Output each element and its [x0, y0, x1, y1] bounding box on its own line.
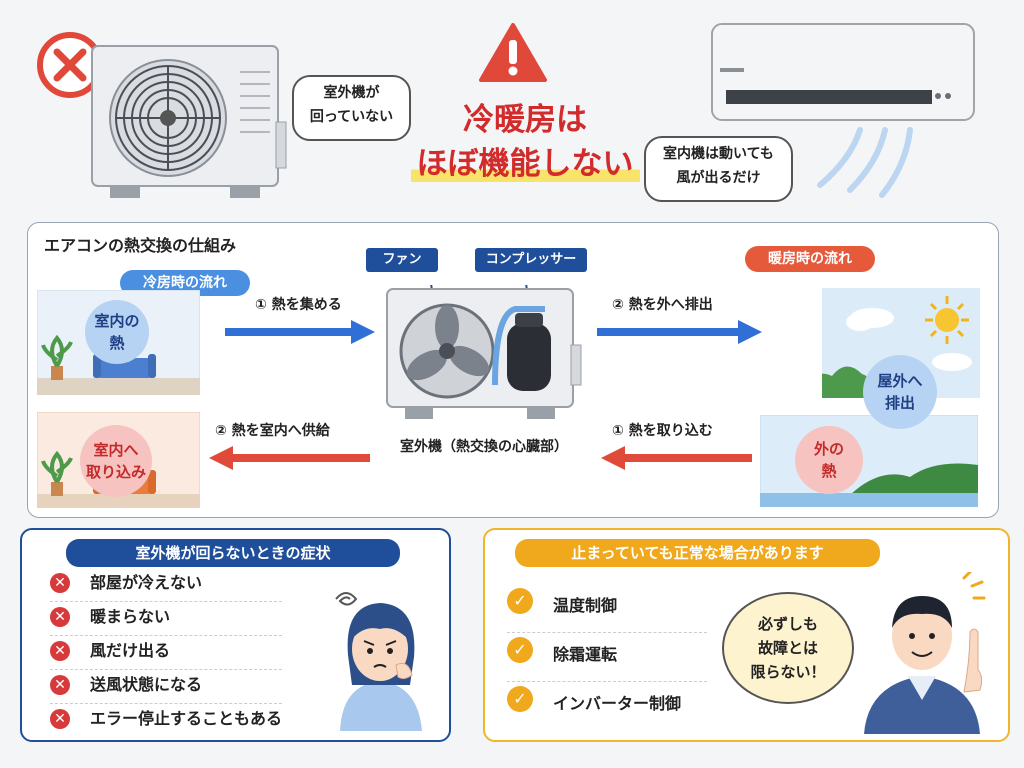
cooling-arrow-2 [597, 320, 762, 344]
indoor-unit-illustration [710, 20, 980, 200]
title-line2: ほぼ機能しない [410, 146, 640, 182]
outdoor-unit-caption: 室外機（熱交換の心臓部） [400, 439, 568, 455]
cooling-step1-label: ① 熱を集める [255, 297, 342, 313]
symptom-text: 部屋が冷えない [90, 573, 203, 592]
heating-step2-label: ② 熱を室内へ供給 [215, 423, 330, 439]
page-title: 冷暖房は ほぼ機能しない [395, 98, 655, 186]
into-room-circle: 室内へ 取り込み [80, 425, 152, 497]
symptoms-list: ✕ 部屋が冷えない ✕ 暖まらない ✕ 風だけ出る ✕ 送風状態になる ✕ エラー停止する… [50, 568, 282, 737]
heating-arrow-1 [597, 446, 752, 470]
list-item: ✓ 温度制御 [507, 584, 707, 633]
outdoor-unit-cutaway [385, 274, 585, 425]
fan-tag: ファン [366, 248, 438, 272]
symptom-text: 送風状態になる [90, 675, 203, 694]
heating-step1-label: ① 熱を取り込む [612, 423, 713, 439]
heating-flow-label: 暖房時の流れ [745, 246, 875, 272]
x-circle-icon: ✕ [50, 641, 70, 661]
check-circle-icon: ✓ [507, 637, 533, 663]
indoor-bubble-line2: 風が出るだけ [676, 170, 761, 186]
outdoor-sky-scene [782, 288, 980, 398]
normal-case-text: 温度制御 [553, 596, 618, 615]
x-circle-icon: ✕ [50, 709, 70, 729]
indoor-heat-line2: 熱 [109, 334, 125, 352]
normal-cases-list: ✓ 温度制御 ✓ 除霜運転 ✓ インバーター制御 [507, 584, 707, 730]
compressor-tag: コンプレッサー [475, 248, 587, 272]
symptoms-title: 室外機が回らないときの症状 [66, 539, 400, 567]
not-broken-bubble: 必ずしも 故障とは 限らない！ [722, 592, 854, 704]
outdoor-release-line1: 屋外へ [877, 372, 923, 390]
indoor-unit-bubble: 室内機は動いても 風が出るだけ [644, 136, 793, 202]
technician-illustration [860, 570, 996, 734]
list-item: ✓ インバーター制御 [507, 682, 707, 730]
list-item: ✕ エラー停止することもある [50, 704, 282, 737]
outside-heat-line1: 外の [813, 440, 844, 458]
normal-case-text: インバーター制御 [553, 694, 682, 713]
symptom-text: 風だけ出る [90, 641, 171, 660]
check-circle-icon: ✓ [507, 686, 533, 712]
list-item: ✕ 風だけ出る [50, 636, 282, 670]
into-room-line1: 室内へ [93, 441, 139, 459]
bubble-line3: 限らない！ [750, 663, 826, 681]
outdoor-unit-bubble: 室外機が 回っていない [292, 75, 411, 141]
outdoor-release-circle: 屋外へ 排出 [863, 355, 937, 429]
cooling-step2-label: ② 熱を外へ排出 [612, 297, 713, 313]
outdoor-unit-illustration [90, 42, 290, 202]
indoor-heat-line1: 室内の [94, 312, 140, 330]
outdoor-landscape-scene [759, 414, 979, 508]
normal-cases-title: 止まっていても正常な場合があります [515, 539, 880, 567]
outside-heat-circle: 外の 熱 [795, 426, 863, 494]
indoor-heat-circle: 室内の 熱 [85, 300, 149, 364]
cooling-arrow-1 [225, 320, 375, 344]
warning-triangle-icon [478, 22, 548, 84]
into-room-line2: 取り込み [85, 463, 146, 481]
x-circle-icon: ✕ [50, 607, 70, 627]
x-circle-icon: ✕ [50, 573, 70, 593]
worried-woman-illustration [318, 585, 442, 731]
outdoor-release-line2: 排出 [884, 394, 915, 412]
heat-exchange-title: エアコンの熱交換の仕組み [44, 236, 237, 255]
normal-case-text: 除霜運転 [553, 645, 618, 664]
outdoor-bubble-line2: 回っていない [309, 109, 394, 125]
outdoor-bubble-line1: 室外機が [323, 85, 380, 101]
indoor-bubble-line1: 室内機は動いても [663, 146, 774, 162]
symptom-text: 暖まらない [90, 607, 171, 626]
title-line1: 冷暖房は [463, 102, 587, 138]
bubble-line2: 故障とは [757, 639, 818, 657]
outside-heat-line2: 熱 [821, 462, 837, 480]
heating-arrow-2 [205, 446, 370, 470]
list-item: ✕ 暖まらない [50, 602, 282, 636]
list-item: ✕ 送風状態になる [50, 670, 282, 704]
list-item: ✓ 除霜運転 [507, 633, 707, 682]
list-item: ✕ 部屋が冷えない [50, 568, 282, 602]
symptom-text: エラー停止することもある [90, 709, 283, 728]
x-circle-icon: ✕ [50, 675, 70, 695]
check-circle-icon: ✓ [507, 588, 533, 614]
bubble-line1: 必ずしも [757, 615, 818, 633]
